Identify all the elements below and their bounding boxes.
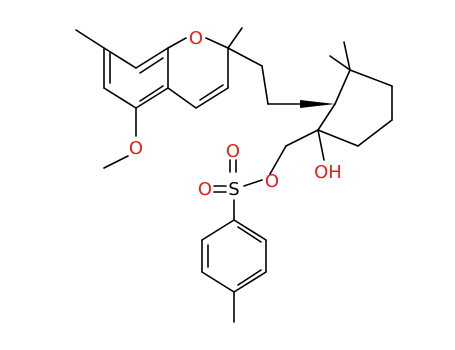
bond xyxy=(317,129,359,147)
bond xyxy=(269,145,287,175)
bond xyxy=(329,55,351,71)
methoxy-oxygen-label: O xyxy=(129,138,143,159)
sulfur-label: S xyxy=(228,179,239,200)
ester-oxygen-label: O xyxy=(265,171,279,192)
bond xyxy=(167,37,187,49)
chromene-bonds xyxy=(75,27,243,169)
bond xyxy=(139,85,164,102)
tosyl-bonds xyxy=(201,159,267,323)
bond xyxy=(317,103,336,131)
linker-bonds xyxy=(227,47,301,105)
bond xyxy=(103,155,129,169)
bond xyxy=(261,65,269,105)
wedge-bond xyxy=(300,100,335,108)
bond xyxy=(201,271,235,293)
sulfonyl-oxygen-left-label: O xyxy=(198,179,212,200)
ring-oxygen-label: O xyxy=(189,28,203,49)
bond xyxy=(334,69,351,105)
bond xyxy=(343,41,351,71)
bond xyxy=(139,57,164,74)
bond xyxy=(195,87,229,109)
bond xyxy=(237,269,262,286)
bond xyxy=(199,84,224,101)
sulfonyl-oxygen-top-label: O xyxy=(226,141,240,162)
bond xyxy=(237,226,262,243)
bond xyxy=(135,87,169,109)
bond xyxy=(285,129,319,147)
bond xyxy=(167,87,197,109)
bond xyxy=(201,219,235,241)
bond xyxy=(357,119,393,147)
bond xyxy=(317,129,325,161)
bond xyxy=(349,69,393,87)
bond xyxy=(233,271,267,293)
hydroxyl-label: OH xyxy=(314,162,342,183)
bond xyxy=(233,219,267,241)
bond xyxy=(135,47,169,69)
cyclohexane-bonds xyxy=(269,41,393,175)
bond xyxy=(103,87,137,109)
bond xyxy=(227,27,243,49)
bond xyxy=(227,47,263,67)
bond xyxy=(75,29,105,49)
bond xyxy=(243,179,263,187)
bond xyxy=(103,47,137,69)
bond xyxy=(205,37,229,49)
